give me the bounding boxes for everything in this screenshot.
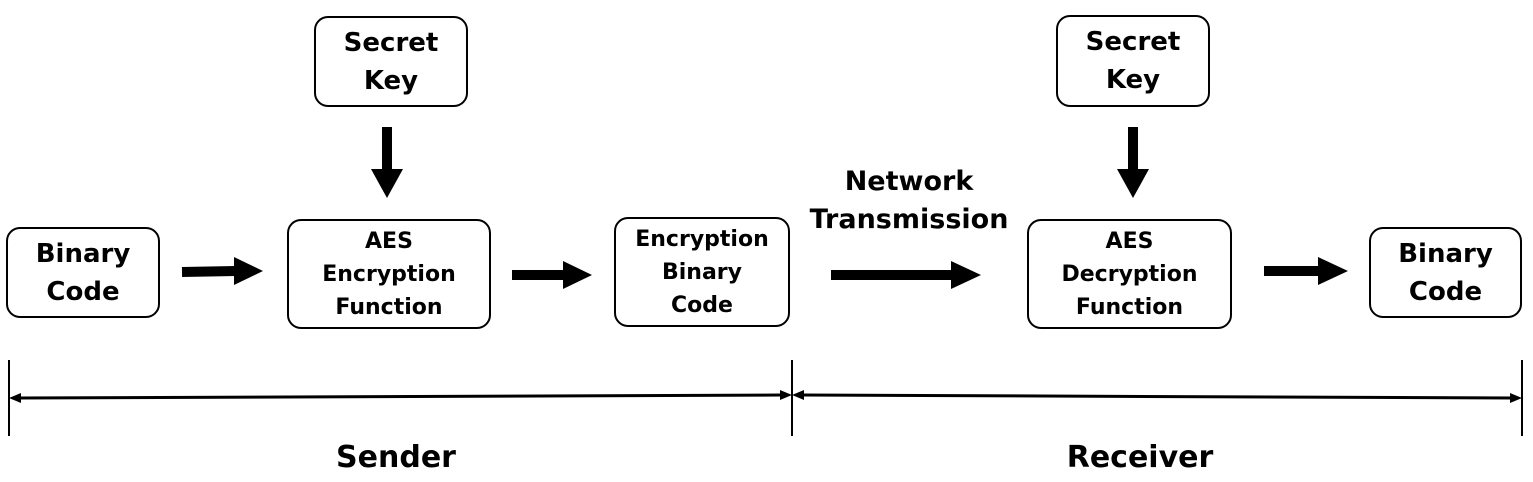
binary-code-output: Binary Code — [1369, 227, 1522, 318]
arrow-key-to-encrypt — [371, 127, 403, 198]
aes-encryption-function: AES Encryption Function — [287, 219, 491, 329]
arrow-key-to-decrypt — [1117, 127, 1149, 198]
arrow-binary-to-aes — [181, 257, 263, 285]
network-transmission-label: Network Transmission — [809, 166, 1009, 235]
arrow-network — [831, 261, 981, 289]
secret-key-sender: Secret Key — [314, 16, 468, 107]
binary-code-input: Binary Code — [6, 227, 160, 318]
arrow-aes-to-encrypted — [512, 261, 592, 289]
encryption-binary-code: Encryption Binary Code — [614, 217, 790, 327]
receiver-range — [792, 390, 1522, 403]
arrow-decrypt-to-binary — [1264, 257, 1348, 285]
aes-decryption-function: AES Decryption Function — [1027, 219, 1232, 329]
secret-key-receiver: Secret Key — [1056, 15, 1210, 107]
sender-label: Sender — [336, 440, 456, 475]
receiver-label: Receiver — [1066, 440, 1214, 475]
